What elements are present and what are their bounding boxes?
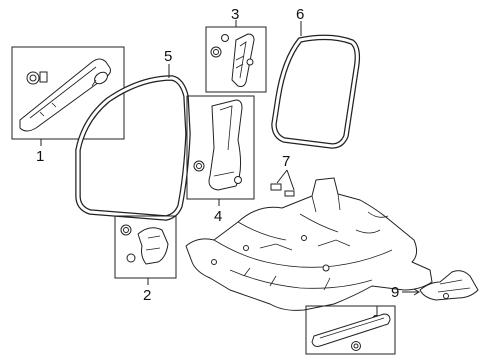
part-4-pillar-lower-group: 4	[186, 95, 255, 225]
part-8-sill-plate	[311, 313, 391, 347]
part-5-weatherstrip-group: 5	[75, 48, 191, 221]
part-6-weatherstrip	[271, 34, 361, 149]
callout-1: 1	[36, 148, 44, 165]
part-8-box	[305, 305, 396, 355]
part-2-kick-panel	[137, 227, 169, 265]
part-4-box	[186, 95, 255, 200]
callout-3: 3	[231, 6, 239, 23]
part-1-clip	[26, 71, 48, 85]
callout-7: 7	[282, 153, 290, 170]
part-7-clips-group: 7	[270, 153, 295, 197]
part-1-pillar-garnish	[19, 58, 111, 132]
part-9-side-trim	[419, 270, 479, 301]
part-2-kick-panel-group: 2	[114, 215, 177, 304]
part-8-sill-plate-group: 8	[305, 305, 396, 355]
callout-5: 5	[164, 48, 172, 65]
part-2-clip	[120, 224, 136, 263]
part-2-box	[114, 215, 177, 279]
part-3-clip	[210, 34, 254, 66]
part-4-clip	[193, 160, 242, 184]
callout-4: 4	[214, 208, 222, 225]
floor-carpet	[185, 177, 433, 311]
part-1-cap	[91, 71, 108, 87]
part-9-trim-group: 9	[391, 270, 479, 301]
part-5-weatherstrip	[75, 75, 191, 221]
callout-9: 9	[391, 284, 399, 301]
part-3-pillar-upper-group: 3	[205, 6, 267, 93]
callout-6: 6	[296, 6, 304, 23]
part-7-clip	[270, 183, 282, 191]
callout-2: 2	[143, 287, 151, 304]
part-1-pillar-garnish-group: 1	[11, 46, 125, 165]
part-6-weatherstrip-group: 6	[271, 6, 361, 149]
part-8-clip	[351, 341, 361, 351]
part-4-pillar-lower-garnish	[208, 99, 243, 191]
floor-carpet-group	[185, 177, 433, 311]
